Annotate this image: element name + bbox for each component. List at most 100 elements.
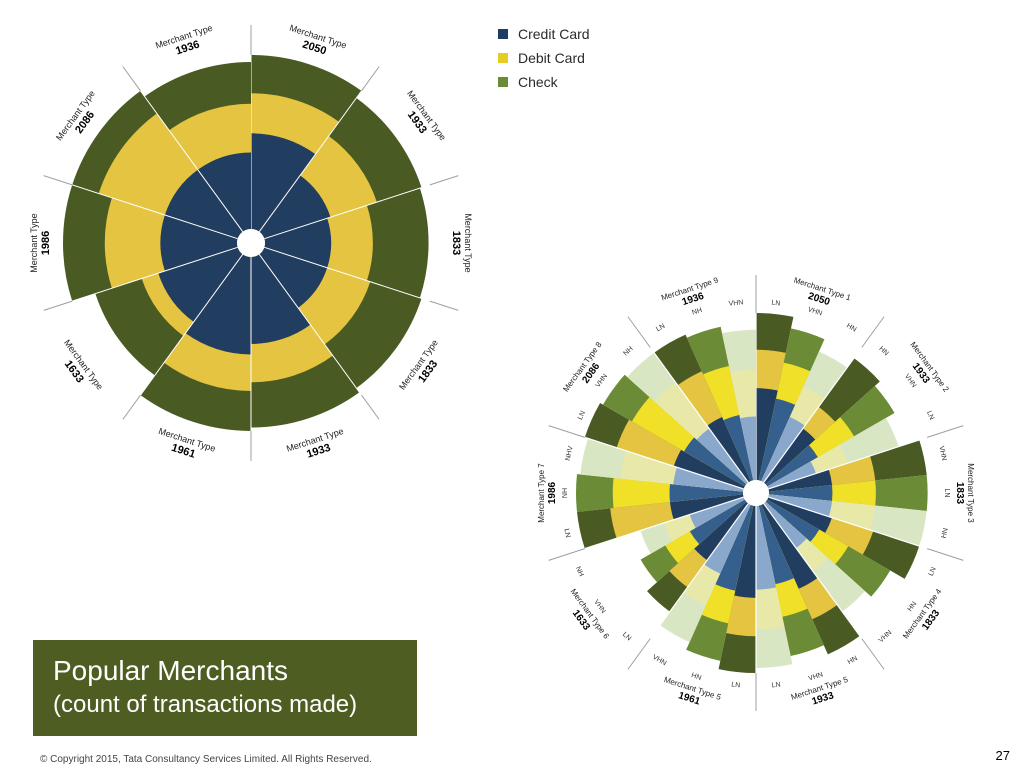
legend-swatch-debit-card <box>498 53 508 63</box>
spoke-line-outer <box>43 175 73 186</box>
spoke-line <box>264 246 459 311</box>
spoke-line-outer <box>43 300 73 311</box>
sub-segment-label: HN <box>907 601 919 613</box>
wedge-credit <box>264 218 332 268</box>
sub-segment-label: VHN <box>807 306 823 317</box>
sub-segment-label: HN <box>690 672 702 682</box>
spoke-line <box>649 503 749 639</box>
wedge-credit <box>723 414 754 482</box>
legend-item-debit-card: Debit Card <box>498 46 590 70</box>
wedge-credit <box>768 469 833 492</box>
segment-number-label: 1833 <box>954 482 965 505</box>
legend-swatch-check <box>498 77 508 87</box>
sub-segment-label: NH <box>691 307 703 317</box>
center-hole <box>237 229 265 257</box>
spoke-line <box>649 347 749 483</box>
spoke-line-outer <box>361 66 380 92</box>
spoke-line <box>122 254 244 420</box>
sub-segment-label: HN <box>877 345 889 357</box>
wedge-credit <box>768 485 833 501</box>
wedge-credit <box>768 494 833 517</box>
spoke-line <box>258 254 380 420</box>
spoke-line-outer <box>927 425 964 438</box>
sub-segment-label: LN <box>562 528 571 538</box>
spoke-line <box>584 436 744 490</box>
wedge-credit <box>761 417 805 483</box>
sub-segment-label: VHN <box>651 654 667 667</box>
sub-segment-label: LN <box>925 410 935 421</box>
spoke-line-outer <box>122 394 141 420</box>
wedge-credit <box>763 501 807 549</box>
title-box: Popular Merchants (count of transactions… <box>33 640 417 736</box>
wedge-credit <box>767 497 832 533</box>
sub-segment-label: LN <box>928 566 938 577</box>
spoke-line <box>768 436 928 490</box>
sub-segment-label: NH <box>562 488 569 498</box>
page-number: 27 <box>995 748 1010 763</box>
sub-segment-label: VHN <box>937 445 947 461</box>
segment-name-label: Merchant Type 3 <box>966 463 975 523</box>
legend: Credit Card Debit Card Check <box>498 22 590 94</box>
wedge-credit <box>197 152 251 232</box>
copyright-footer: © Copyright 2015, Tata Consultancy Servi… <box>40 754 372 765</box>
segment-name-label: Merchant Type <box>463 213 473 272</box>
wedge-credit <box>160 215 238 271</box>
sub-segment-label: LN <box>621 631 632 642</box>
wedge-credit <box>696 428 749 485</box>
center-hole <box>743 480 769 506</box>
wedge-credit <box>756 505 777 590</box>
sub-segment-label: LN <box>731 681 741 689</box>
spoke-line <box>264 175 459 240</box>
legend-item-credit-card: Credit Card <box>498 22 590 46</box>
spoke-line-outer <box>861 638 885 670</box>
wedge-credit <box>758 398 796 482</box>
sub-segment-label: VHN <box>595 373 609 389</box>
segment-number-label: 1986 <box>547 481 558 504</box>
wedge-credit <box>673 467 744 492</box>
legend-label: Credit Card <box>518 26 590 42</box>
sub-segment-label: LN <box>655 323 666 334</box>
wedge-credit <box>669 483 744 503</box>
sub-segment-label: LN <box>771 681 781 689</box>
spoke-line <box>768 496 928 550</box>
wedge-credit <box>251 254 311 344</box>
spoke-line-outer <box>861 316 885 348</box>
spoke-line-outer <box>429 300 459 311</box>
legend-label: Debit Card <box>518 50 585 66</box>
wedge-credit <box>763 428 816 485</box>
wedge-credit <box>251 133 316 232</box>
wedge-credit <box>689 499 747 545</box>
sub-segment-label: HN <box>845 322 857 333</box>
sub-segment-label: HN <box>941 528 950 539</box>
spoke-line-outer <box>122 66 141 92</box>
sub-segment-label: NH <box>622 345 634 357</box>
wedge-credit <box>694 501 749 561</box>
spoke-line-outer <box>548 425 585 438</box>
wedge-credit <box>673 449 745 489</box>
wedge-credit <box>689 497 745 528</box>
legend-item-check: Check <box>498 70 590 94</box>
spoke-line-outer <box>361 394 380 420</box>
spoke-line <box>584 496 744 550</box>
sub-segment-label: VHN <box>878 629 894 644</box>
sub-segment-label: VHN <box>808 671 824 682</box>
segment-name-label: Merchant Type 7 <box>537 463 546 523</box>
sub-segment-label: LN <box>771 300 781 308</box>
sub-segment-label: NH <box>574 566 585 578</box>
